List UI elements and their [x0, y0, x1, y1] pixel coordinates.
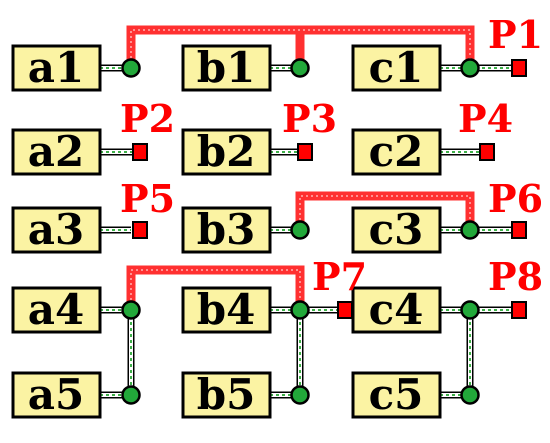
- box-c2-label: c2: [369, 127, 424, 176]
- box-c5: c5: [351, 370, 442, 419]
- pin-p1: [511, 59, 527, 77]
- box-a4: a4: [11, 285, 102, 334]
- box-a1-label: a1: [28, 43, 84, 92]
- box-b2-label: b2: [197, 127, 256, 176]
- box-c3: c3: [351, 205, 442, 254]
- node-b1: [290, 58, 310, 78]
- box-a2-label: a2: [28, 127, 84, 176]
- pins: [132, 59, 527, 319]
- box-a3: a3: [11, 205, 102, 254]
- pin-p5: [132, 221, 148, 239]
- port-label-p3: P3: [282, 96, 337, 141]
- port-label-p4: P4: [458, 96, 513, 141]
- node-a1: [121, 58, 141, 78]
- pin-p6: [511, 221, 527, 239]
- nodes: [121, 58, 480, 405]
- box-b3-label: b3: [197, 205, 256, 254]
- box-a4-label: a4: [28, 285, 84, 334]
- pin-p2: [132, 143, 148, 161]
- port-label-p7: P7: [312, 254, 367, 299]
- node-a4: [121, 300, 141, 320]
- node-c4: [460, 300, 480, 320]
- node-b4: [290, 300, 310, 320]
- node-c1: [460, 58, 480, 78]
- node-c3: [460, 220, 480, 240]
- box-c3-label: c3: [369, 205, 424, 254]
- node-a5: [121, 385, 141, 405]
- bus-a4-b4: [126, 265, 305, 310]
- box-c4-label: c4: [369, 285, 424, 334]
- bus-b3-c3: [295, 191, 475, 230]
- box-b5-label: b5: [197, 370, 256, 419]
- port-label-p5: P5: [120, 176, 175, 221]
- box-c4: c4: [351, 285, 442, 334]
- box-b2: b2: [181, 127, 272, 176]
- stub-wires: [100, 64, 512, 399]
- port-label-p2: P2: [120, 96, 175, 141]
- box-a5: a5: [11, 370, 102, 419]
- box-c5-label: c5: [369, 370, 424, 419]
- pin-p4: [479, 143, 495, 161]
- pin-p7: [337, 301, 353, 319]
- box-c1: c1: [351, 43, 442, 92]
- node-b3: [290, 220, 310, 240]
- box-a5-label: a5: [28, 370, 84, 419]
- box-a2: a2: [11, 127, 102, 176]
- box-c2: c2: [351, 127, 442, 176]
- box-b1: b1: [181, 43, 272, 92]
- box-b1-label: b1: [197, 43, 256, 92]
- box-a1: a1: [11, 43, 102, 92]
- pin-p8: [511, 301, 527, 319]
- box-c1-label: c1: [369, 43, 424, 92]
- pin-p3: [297, 143, 313, 161]
- box-b3: b3: [181, 205, 272, 254]
- node-b5: [290, 385, 310, 405]
- box-b4: b4: [181, 285, 272, 334]
- node-c5: [460, 385, 480, 405]
- port-label-p8: P8: [488, 254, 543, 299]
- box-a3-label: a3: [28, 205, 84, 254]
- box-b4-label: b4: [197, 285, 256, 334]
- port-label-p1: P1: [488, 12, 543, 57]
- port-label-p6: P6: [488, 176, 543, 221]
- box-b5: b5: [181, 370, 272, 419]
